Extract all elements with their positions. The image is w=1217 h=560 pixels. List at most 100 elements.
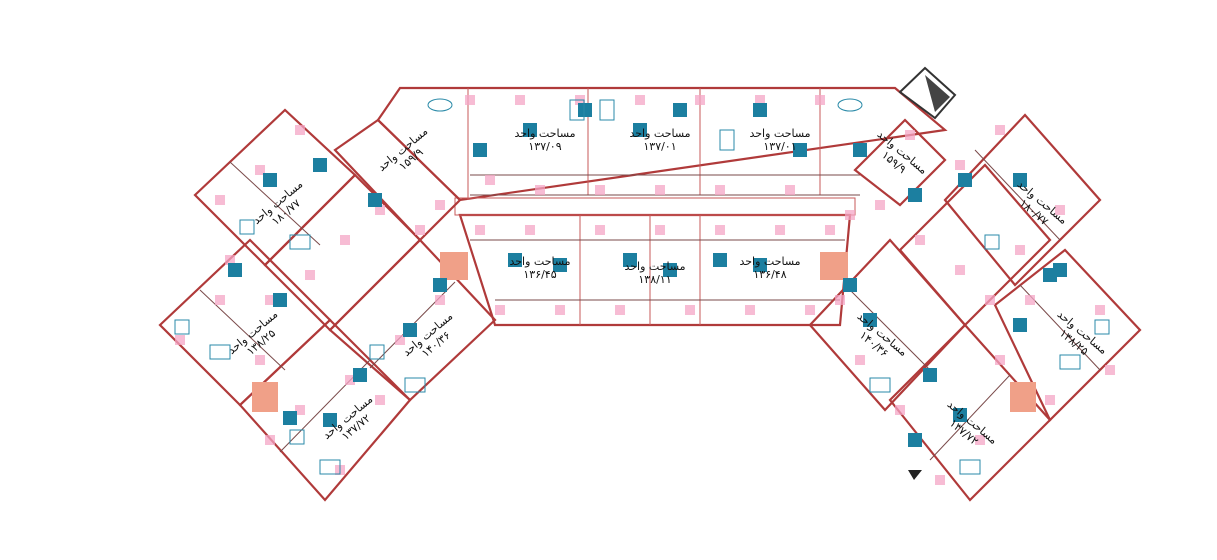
column-block [1015, 245, 1025, 255]
furniture-block [753, 103, 767, 117]
column-block [655, 225, 665, 235]
column-block [595, 185, 605, 195]
column-block [535, 185, 545, 195]
column-block [775, 225, 785, 235]
column-block [935, 475, 945, 485]
unit-area: ۱۳۶/۴۸ [753, 268, 786, 281]
unit-title: مساحت واحد [624, 260, 685, 273]
column-block [715, 225, 725, 235]
column-block [785, 185, 795, 195]
column-block [855, 355, 865, 365]
unit-label: مساحت واحد ۱۳۷/۰۱ [629, 127, 690, 153]
furniture-block [1013, 173, 1027, 187]
column-block [1025, 295, 1035, 305]
column-block [995, 355, 1005, 365]
unit-area: ۱۳۷/۰۱ [763, 140, 796, 153]
column-block [695, 95, 705, 105]
unit-title: مساحت واحد [509, 255, 570, 268]
column-block [435, 200, 445, 210]
furniture-block [673, 103, 687, 117]
column-block [515, 95, 525, 105]
column-block [985, 295, 995, 305]
column-block [255, 165, 265, 175]
furniture-block [923, 368, 937, 382]
furniture-block [473, 143, 487, 157]
furniture-block [908, 188, 922, 202]
corridor [454, 197, 856, 216]
furniture-block [273, 293, 287, 307]
column-block [475, 225, 485, 235]
unit-area: ۱۳۷/۰۱ [643, 140, 676, 153]
furniture-block [313, 158, 327, 172]
stair-right-lower [1010, 382, 1036, 412]
columns [175, 95, 1115, 485]
column-block [295, 125, 305, 135]
column-block [805, 305, 815, 315]
column-block [1045, 395, 1055, 405]
furniture-block [713, 253, 727, 267]
column-block [495, 305, 505, 315]
furniture-block [523, 123, 537, 137]
furniture-block [403, 323, 417, 337]
column-block [340, 235, 350, 245]
column-block [415, 225, 425, 235]
stair-left-upper [440, 252, 468, 280]
unit-title: مساحت واحد [739, 255, 800, 268]
furniture-block [263, 173, 277, 187]
unit-label: مساحت واحد ۱۳۶/۴۵ [509, 255, 570, 281]
furniture-block [578, 103, 592, 117]
column-block [975, 435, 985, 445]
column-block [635, 95, 645, 105]
unit-label: مساحت واحد ۱۳۸/۲۵ [1055, 308, 1110, 358]
furniture-block [1013, 318, 1027, 332]
column-block [265, 435, 275, 445]
column-block [845, 210, 855, 220]
unit-label: مساحت واحد ۱۴۰/۳۶ [400, 310, 455, 360]
unit-title: مساحت واحد [514, 127, 575, 140]
column-block [295, 405, 305, 415]
unit-area: ۱۳۷/۰۹ [528, 140, 561, 153]
column-block [1105, 365, 1115, 375]
column-block [745, 305, 755, 315]
furniture-block [953, 408, 967, 422]
column-block [485, 175, 495, 185]
column-block [175, 335, 185, 345]
unit-label: مساحت واحد ۱۳۷/۰۹ [514, 127, 575, 153]
furniture-block [283, 411, 297, 425]
unit-label: مساحت واحد ۱۳۷/۷۲ [945, 398, 1000, 448]
furniture-block [633, 123, 647, 137]
furniture-block [553, 258, 567, 272]
furniture-block [368, 193, 382, 207]
column-block [375, 395, 385, 405]
furniture [228, 103, 1067, 447]
column-block [995, 125, 1005, 135]
furniture-block [958, 173, 972, 187]
column-block [815, 95, 825, 105]
column-block [345, 375, 355, 385]
column-block [835, 295, 845, 305]
column-block [895, 405, 905, 415]
unit-area: ۱۳۶/۴۵ [523, 268, 556, 281]
unit-label: مساحت واحد ۱۵۹/۹ [375, 125, 430, 174]
unit-label: مساحت واحد ۱۸۰/۷۷ [250, 178, 305, 228]
furniture-block [623, 253, 637, 267]
furniture-block [843, 278, 857, 292]
furniture-block [228, 263, 242, 277]
furniture-block [853, 143, 867, 157]
furniture-block [908, 433, 922, 447]
furniture-block [793, 143, 807, 157]
furniture-block [663, 263, 677, 277]
stairs [252, 252, 1036, 412]
column-block [955, 160, 965, 170]
column-block [1055, 205, 1065, 215]
column-block [715, 185, 725, 195]
column-block [465, 95, 475, 105]
unit-label: مساحت واحد ۱۳۸/۱۱ [624, 260, 685, 286]
column-block [595, 225, 605, 235]
section-marker-icon [908, 470, 922, 480]
unit-area: ۱۳۸/۱۱ [638, 273, 671, 286]
unit-title: مساحت واحد [629, 127, 690, 140]
column-block [615, 305, 625, 315]
column-block [435, 295, 445, 305]
furniture-block [508, 253, 522, 267]
